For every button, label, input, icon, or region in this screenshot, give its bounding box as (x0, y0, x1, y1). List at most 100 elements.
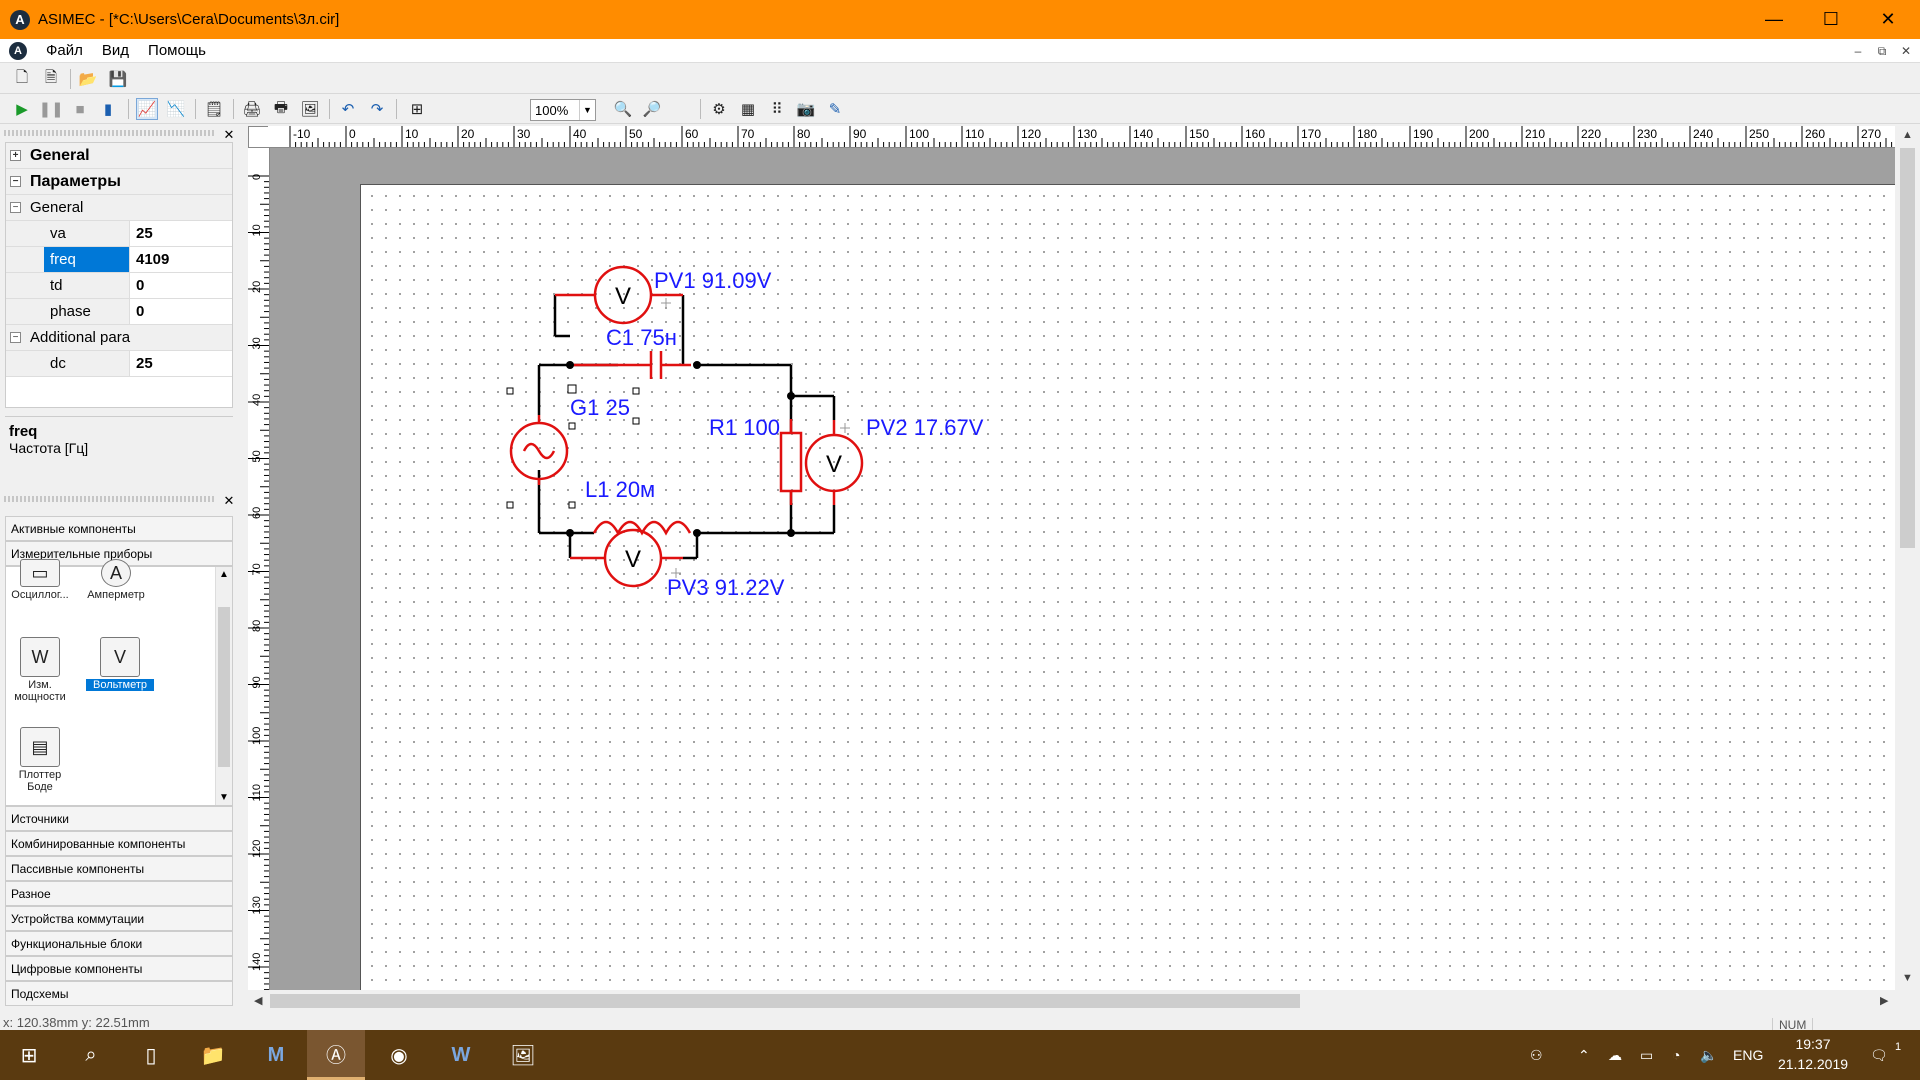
library-item-ammeter[interactable]: A Амперметр (82, 559, 150, 601)
component-library-icon[interactable]: ⚙ (712, 101, 726, 118)
property-value-va[interactable]: 25 (136, 225, 153, 242)
l1-label[interactable]: L1 20м (585, 477, 655, 502)
open-folder-icon[interactable]: 📂 (78, 71, 98, 88)
new-file-icon[interactable]: 🗋 (15, 68, 29, 86)
scroll-left-icon[interactable]: ◀ (254, 995, 263, 1007)
schematic-canvas[interactable]: V V V PV1 91.09V C1 75н G1 25 R1 100 PV2… (270, 148, 1895, 990)
search-icon[interactable]: ⌕ (85, 1043, 97, 1066)
mdi-minimize-button[interactable]: – (1854, 44, 1862, 58)
volume-icon[interactable]: 🔈 (1700, 1046, 1718, 1063)
print-icon[interactable]: 🖨 (242, 101, 262, 118)
pen-icon[interactable]: ✎ (828, 101, 842, 118)
category-parameters[interactable]: − Параметры (6, 169, 232, 195)
mathcad-icon[interactable]: M (267, 1043, 285, 1066)
scroll-down-icon[interactable]: ▼ (1902, 972, 1913, 984)
photos-icon[interactable]: 🖼 (510, 1044, 536, 1067)
document-icon[interactable]: A (9, 41, 27, 60)
property-row-td[interactable]: td 0 (6, 273, 232, 299)
analysis-graph-icon[interactable]: 📈 (136, 98, 158, 120)
component-properties-icon[interactable]: 🗒 (204, 101, 224, 118)
run-icon[interactable]: ▶ (16, 101, 28, 118)
minimize-button[interactable]: — (1765, 9, 1783, 29)
collapse-icon[interactable]: − (10, 176, 21, 187)
close-icon[interactable]: ✕ (223, 127, 235, 142)
scroll-right-icon[interactable]: ▶ (1880, 995, 1889, 1007)
property-value-freq[interactable]: 4109 (136, 251, 170, 268)
expand-icon[interactable]: + (10, 150, 21, 161)
camera-icon[interactable]: 📷 (796, 101, 816, 118)
step-icon[interactable]: ▮ (103, 101, 113, 118)
library-category[interactable]: Функциональные блоки (5, 931, 233, 956)
export-image-icon[interactable]: 🖼 (300, 101, 320, 118)
wifi-icon[interactable]: ◔ (1672, 1047, 1681, 1063)
chrome-icon[interactable]: ◉ (390, 1044, 408, 1067)
word-icon[interactable]: W (451, 1043, 471, 1066)
library-item-wattmeter[interactable]: W Изм. мощности (6, 637, 74, 703)
zoom-in-icon[interactable]: 🔍 (613, 101, 633, 118)
menu-help[interactable]: Помощь (148, 42, 206, 59)
collapse-icon[interactable]: − (10, 202, 21, 213)
mdi-restore-button[interactable]: ⧉ (1877, 43, 1887, 58)
property-value-dc[interactable]: 25 (136, 355, 153, 372)
stop-icon[interactable]: ■ (75, 100, 85, 118)
battery-icon[interactable]: ▭ (1640, 1046, 1654, 1063)
close-button[interactable]: ✕ (1880, 9, 1896, 29)
language-indicator[interactable]: ENG (1733, 1047, 1764, 1063)
clock[interactable]: 19:37 21.12.2019 (1777, 1036, 1849, 1072)
library-category[interactable]: Активные компоненты (5, 516, 233, 541)
print-preview-icon[interactable]: 🖶 (273, 98, 289, 116)
library-category[interactable]: Источники (5, 806, 233, 831)
property-row-dc[interactable]: dc 25 (6, 351, 232, 377)
subgroup-additional[interactable]: − Additional para (6, 325, 232, 351)
task-view-icon[interactable]: ▯ (145, 1044, 157, 1067)
library-category[interactable]: Разное (5, 881, 233, 906)
new-from-template-icon[interactable]: 🗎 (44, 68, 58, 86)
library-item-voltmeter[interactable]: V Вольтметр (86, 637, 154, 691)
library-item-bode-plotter[interactable]: ▤ Плоттер Боде (6, 727, 74, 793)
property-row-phase[interactable]: phase 0 (6, 299, 232, 325)
people-icon[interactable]: ⚇ (1530, 1046, 1543, 1063)
scroll-down-icon[interactable]: ▼ (219, 792, 229, 803)
close-icon[interactable]: ✕ (223, 493, 235, 508)
file-explorer-icon[interactable]: 📁 (200, 1044, 226, 1067)
property-value-td[interactable]: 0 (136, 277, 145, 294)
undo-icon[interactable]: ↶ (341, 101, 355, 118)
maximize-button[interactable]: ☐ (1822, 9, 1840, 29)
horizontal-scrollbar[interactable]: ◀ ▶ (248, 990, 1895, 1012)
property-value-phase[interactable]: 0 (136, 303, 145, 320)
pv3-label[interactable]: PV3 91.22V (667, 575, 785, 600)
collapse-icon[interactable]: − (10, 332, 21, 343)
category-general[interactable]: + General (6, 143, 232, 169)
subgroup-general[interactable]: − General (6, 195, 232, 221)
library-category[interactable]: Подсхемы (5, 981, 233, 1006)
save-icon[interactable]: 💾 (108, 71, 128, 88)
windows-start-icon[interactable]: ⊞ (20, 1044, 38, 1067)
circuit-diagram[interactable]: V V V PV1 91.09V C1 75н G1 25 R1 100 PV2… (361, 185, 1061, 645)
chevron-down-icon[interactable]: ▼ (579, 100, 595, 120)
library-item-oscilloscope[interactable]: ▭ Осциллог... (6, 559, 74, 601)
schematic-sheet[interactable]: V V V PV1 91.09V C1 75н G1 25 R1 100 PV2… (360, 184, 1895, 990)
zoom-out-icon[interactable]: 🔎 (642, 101, 662, 118)
scroll-up-icon[interactable]: ▲ (219, 569, 229, 580)
chevron-up-icon[interactable]: ⌃ (1578, 1046, 1590, 1063)
pv2-label[interactable]: PV2 17.67V (866, 415, 984, 440)
library-category[interactable]: Комбинированные компоненты (5, 831, 233, 856)
pv1-label[interactable]: PV1 91.09V (654, 268, 772, 293)
menu-file[interactable]: Файл (46, 42, 83, 59)
menu-view[interactable]: Вид (101, 42, 130, 59)
notification-icon[interactable]: 🗨 (1870, 1046, 1888, 1063)
grid-toggle-icon[interactable]: ⠿ (771, 101, 783, 118)
library-scrollbar[interactable]: ▲ ▼ (215, 567, 232, 805)
redo-icon[interactable]: ↷ (370, 101, 384, 118)
library-category[interactable]: Пассивные компоненты (5, 856, 233, 881)
c1-label[interactable]: C1 75н (606, 325, 677, 350)
pause-icon[interactable]: ❚❚ (38, 101, 64, 118)
library-category[interactable]: Цифровые компоненты (5, 956, 233, 981)
zoom-select[interactable]: 100% ▼ (530, 99, 596, 121)
property-row-va[interactable]: va 25 (6, 221, 232, 247)
asimec-taskbar-icon[interactable]: Ⓐ (307, 1030, 365, 1080)
mdi-close-button[interactable]: ✕ (1900, 44, 1912, 58)
r1-label[interactable]: R1 100 (709, 415, 780, 440)
property-row-freq[interactable]: freq 4109 (6, 247, 232, 273)
colors-icon[interactable]: ▦ (740, 101, 756, 118)
